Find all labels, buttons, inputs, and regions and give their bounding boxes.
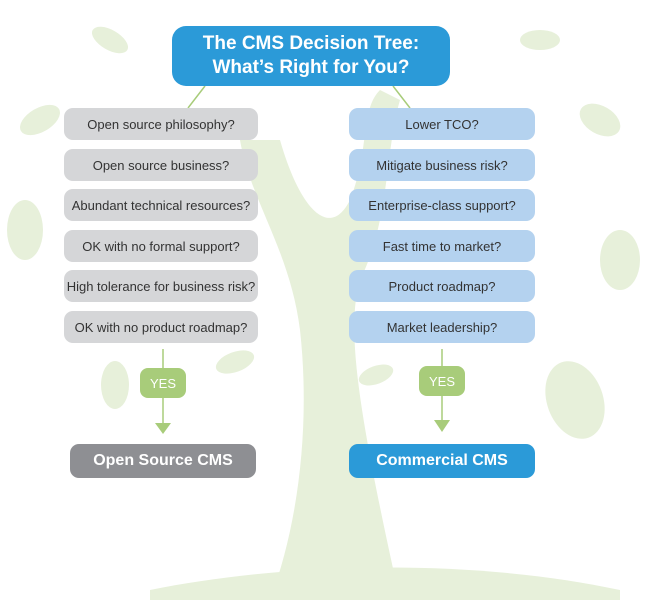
open-source-question: Open source philosophy? [64,108,258,140]
open-source-cms-result: Open Source CMS [70,444,256,478]
commercial-question: Market leadership? [349,311,535,343]
commercial-question: Fast time to market? [349,230,535,262]
title-box: The CMS Decision Tree: What’s Right for Y… [172,26,450,86]
yes-label-right: YES [419,366,465,396]
open-source-question: High tolerance for business risk? [64,270,258,302]
open-source-question: Open source business? [64,149,258,181]
title-line-2: What’s Right for You? [212,57,410,78]
title-line-1: The CMS Decision Tree: [202,33,420,54]
commercial-question: Product roadmap? [349,270,535,302]
yes-label-left: YES [140,368,186,398]
commercial-question: Mitigate business risk? [349,149,535,181]
open-source-question: OK with no product roadmap? [64,311,258,343]
commercial-question: Lower TCO? [349,108,535,140]
open-source-question: OK with no formal support? [64,230,258,262]
commercial-cms-result: Commercial CMS [349,444,535,478]
commercial-question: Enterprise-class support? [349,189,535,221]
open-source-question: Abundant technical resources? [64,189,258,221]
